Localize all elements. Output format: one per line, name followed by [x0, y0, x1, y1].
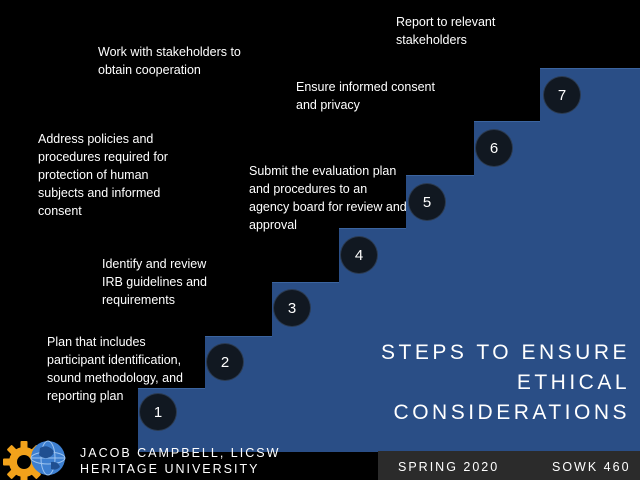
stair-3 [272, 282, 640, 337]
step-text: Work with stakeholders to obtain coopera… [98, 45, 241, 77]
slide-title-line: STEPS TO ENSURE [381, 341, 630, 364]
step-text: Report to relevant stakeholders [396, 15, 496, 47]
step-badge: 1 [140, 394, 176, 430]
step-text: Plan that includes participant identific… [47, 335, 183, 403]
footer-institution: HERITAGE UNIVERSITY [80, 462, 260, 476]
step-text: Address policies and procedures required… [38, 132, 168, 218]
footer-course: SOWK 460 [552, 460, 631, 474]
step-text: Identify and review IRB guidelines and r… [102, 257, 207, 307]
footer-bar [378, 451, 640, 480]
slide-title: STEPS TO ENSURE ETHICAL CONSIDERATIONS [330, 338, 630, 428]
step-badge: 6 [476, 130, 512, 166]
stair-4 [339, 228, 640, 283]
step-badge: 5 [409, 184, 445, 220]
footer-term: SPRING 2020 [398, 460, 500, 474]
slide-title-line: CONSIDERATIONS [393, 401, 630, 424]
slide-title-line: ETHICAL [516, 371, 630, 394]
step-badge: 3 [274, 290, 310, 326]
footer-author: JACOB CAMPBELL, LICSW [80, 446, 281, 460]
step-text: Submit the evaluation plan and procedure… [249, 164, 407, 232]
step-badge: 4 [341, 237, 377, 273]
stair-2 [205, 336, 640, 389]
step-badge: 2 [207, 344, 243, 380]
step-text: Ensure informed consent and privacy [296, 80, 435, 112]
step-badge: 7 [544, 77, 580, 113]
gear-globe-logo-icon [3, 440, 66, 480]
